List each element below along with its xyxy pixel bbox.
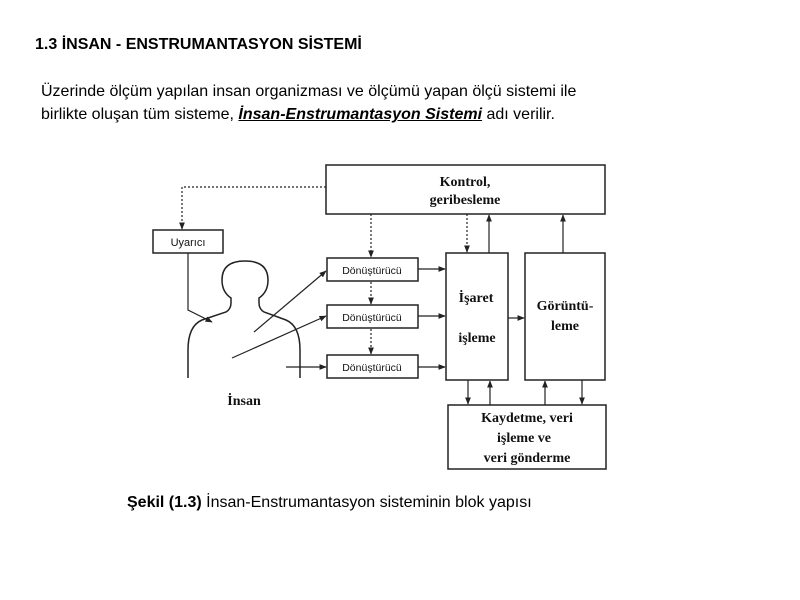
stimulator-label: Uyarıcı — [171, 237, 206, 249]
display-label-line-2: leme — [551, 319, 579, 334]
display-label-line-1: Görüntü- — [537, 299, 594, 314]
figure-caption: Şekil (1.3) İnsan-Enstrumantasyon sistem… — [127, 494, 532, 512]
stimulator-to-human-line — [188, 253, 212, 322]
human-to-transducer-2-line — [232, 316, 326, 358]
transducer-label-3: Dönüştürücü — [342, 362, 402, 374]
control-to-stimulator-line — [182, 187, 326, 229]
recording-label-line-3: veri gönderme — [484, 451, 571, 466]
recording-label-line-1: Kaydetme, veri — [481, 411, 573, 426]
transducer-label-2: Dönüştürücü — [342, 312, 402, 324]
control-label-line-2: geribesleme — [430, 193, 501, 208]
human-silhouette — [188, 261, 300, 378]
human-label: İnsan — [227, 392, 261, 409]
processing-label-line-2: işleme — [458, 331, 495, 346]
figure-number: Şekil (1.3) — [127, 494, 202, 511]
transducer-label-1: Dönüştürücü — [342, 265, 402, 277]
figure-caption-text: İnsan-Enstrumantasyon sisteminin blok ya… — [202, 494, 532, 511]
control-label-line-1: Kontrol, — [440, 175, 491, 190]
processing-label-line-1: İşaret — [459, 289, 494, 306]
signal-processing-box — [446, 253, 508, 380]
recording-label-line-2: işleme ve — [497, 431, 551, 446]
display-box — [525, 253, 605, 380]
